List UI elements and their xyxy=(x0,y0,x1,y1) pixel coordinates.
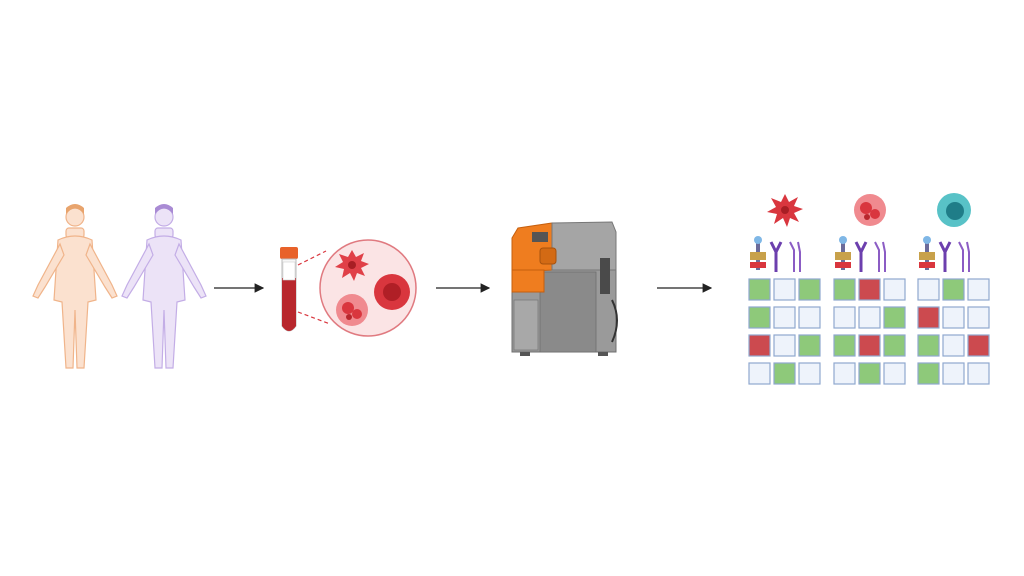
matrix-tile xyxy=(967,306,990,329)
matrix-tile xyxy=(917,278,940,301)
matrix-tile xyxy=(833,362,856,385)
matrix-tile xyxy=(833,334,856,357)
mass-cytometer-icon xyxy=(511,221,618,356)
tube-blood xyxy=(282,278,296,331)
matrix-tile xyxy=(748,334,771,357)
profile-group xyxy=(917,193,990,385)
matrix-tile xyxy=(858,362,881,385)
matrix-tile xyxy=(942,306,965,329)
matrix-tile xyxy=(883,306,906,329)
matrix-tile xyxy=(917,306,940,329)
matrix-tile xyxy=(833,306,856,329)
matrix-tile xyxy=(773,362,796,385)
magnified-cells-icon xyxy=(297,239,417,337)
matrix-tile xyxy=(798,306,821,329)
receptor-icons xyxy=(835,236,886,272)
matrix-tile xyxy=(883,334,906,357)
human-figures-icon xyxy=(32,204,207,369)
profile-group xyxy=(833,194,906,385)
donor-figure-b xyxy=(121,207,207,369)
blood-tube-icon xyxy=(280,247,298,332)
receptor-icons xyxy=(919,236,970,272)
profile-group xyxy=(748,194,821,385)
cytometer-side-panel xyxy=(600,258,610,294)
red-blood-cell-icon xyxy=(374,274,410,310)
matrix-tile xyxy=(798,334,821,357)
matrix-tile xyxy=(858,278,881,301)
matrix-tile xyxy=(748,306,771,329)
receptor-icons xyxy=(750,236,801,272)
matrix-tile xyxy=(798,362,821,385)
matrix-tile xyxy=(883,278,906,301)
matrix-tile xyxy=(858,306,881,329)
receptor-matrix-icon xyxy=(748,193,990,385)
matrix-tile xyxy=(773,306,796,329)
donor-figure-a xyxy=(32,207,118,369)
matrix-tile xyxy=(967,362,990,385)
matrix-tile xyxy=(942,278,965,301)
dendritic-cell-icon xyxy=(335,250,369,281)
tube-cap xyxy=(280,247,298,259)
matrix-tile xyxy=(748,362,771,385)
matrix-tile xyxy=(773,334,796,357)
dendritic-cell-icon xyxy=(767,194,803,227)
donor-a-hair xyxy=(66,204,84,214)
matrix-tile xyxy=(833,278,856,301)
matrix-tile xyxy=(748,278,771,301)
matrix-tile xyxy=(967,334,990,357)
matrix-tile xyxy=(967,278,990,301)
matrix-tile xyxy=(942,334,965,357)
matrix-tile xyxy=(917,334,940,357)
donor-b-hair xyxy=(155,204,173,214)
matrix-tile xyxy=(798,278,821,301)
matrix-tile xyxy=(773,278,796,301)
matrix-tile xyxy=(858,334,881,357)
matrix-tile xyxy=(942,362,965,385)
matrix-tile xyxy=(883,362,906,385)
granulocyte-icon xyxy=(336,294,368,326)
matrix-tile xyxy=(917,362,940,385)
granulocyte-icon xyxy=(854,194,886,226)
lymphocyte-icon xyxy=(937,193,971,227)
